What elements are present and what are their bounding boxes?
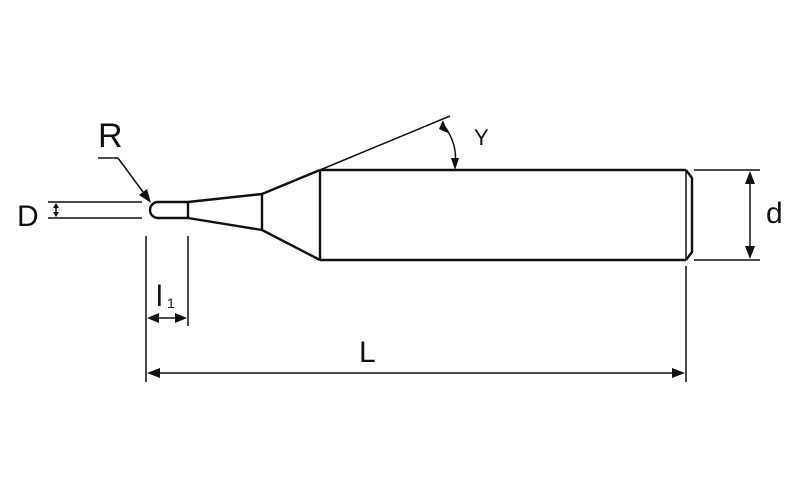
overall-length-arrow-left [147, 368, 160, 378]
neck-length-dimension: l 1 [145, 236, 189, 382]
overall-length-dimension: L [147, 266, 687, 382]
radius-label: R [98, 117, 123, 155]
taper2-bottom [261, 228, 321, 262]
taper2-top [261, 168, 321, 196]
angle-arrow-bottom [451, 158, 459, 170]
radius-dimension: R [98, 117, 151, 203]
tip-diameter-arrow-bottom [53, 212, 59, 217]
angle-arrow-top [439, 120, 448, 133]
radius-arrow [139, 189, 151, 203]
tip-diameter-dimension: D [17, 200, 142, 233]
ball-tip [148, 200, 159, 220]
angle-reference-line [319, 115, 451, 171]
overall-length-label: L [359, 336, 376, 369]
neck-length-arrow-left [147, 313, 159, 323]
neck-length-arrow-right [175, 313, 187, 323]
shank-diameter-label: d [766, 197, 783, 230]
shank-end [685, 169, 694, 261]
neck-length-subscript: 1 [167, 295, 175, 311]
tip-diameter-arrow-top [53, 203, 59, 208]
shank-diameter-dimension: d [694, 169, 783, 261]
radius-leader [117, 157, 147, 197]
neck-length-label: l [156, 280, 163, 313]
shank-diameter-arrow-bottom [745, 246, 755, 259]
overall-length-arrow-right [672, 368, 685, 378]
tool-body [148, 168, 694, 262]
taper1-bottom [187, 216, 263, 232]
tip-diameter-label: D [17, 200, 39, 233]
angle-label: Y [474, 125, 489, 150]
angle-dimension: Y [319, 115, 489, 171]
taper1-top [187, 192, 263, 204]
shank-diameter-arrow-top [745, 171, 755, 184]
